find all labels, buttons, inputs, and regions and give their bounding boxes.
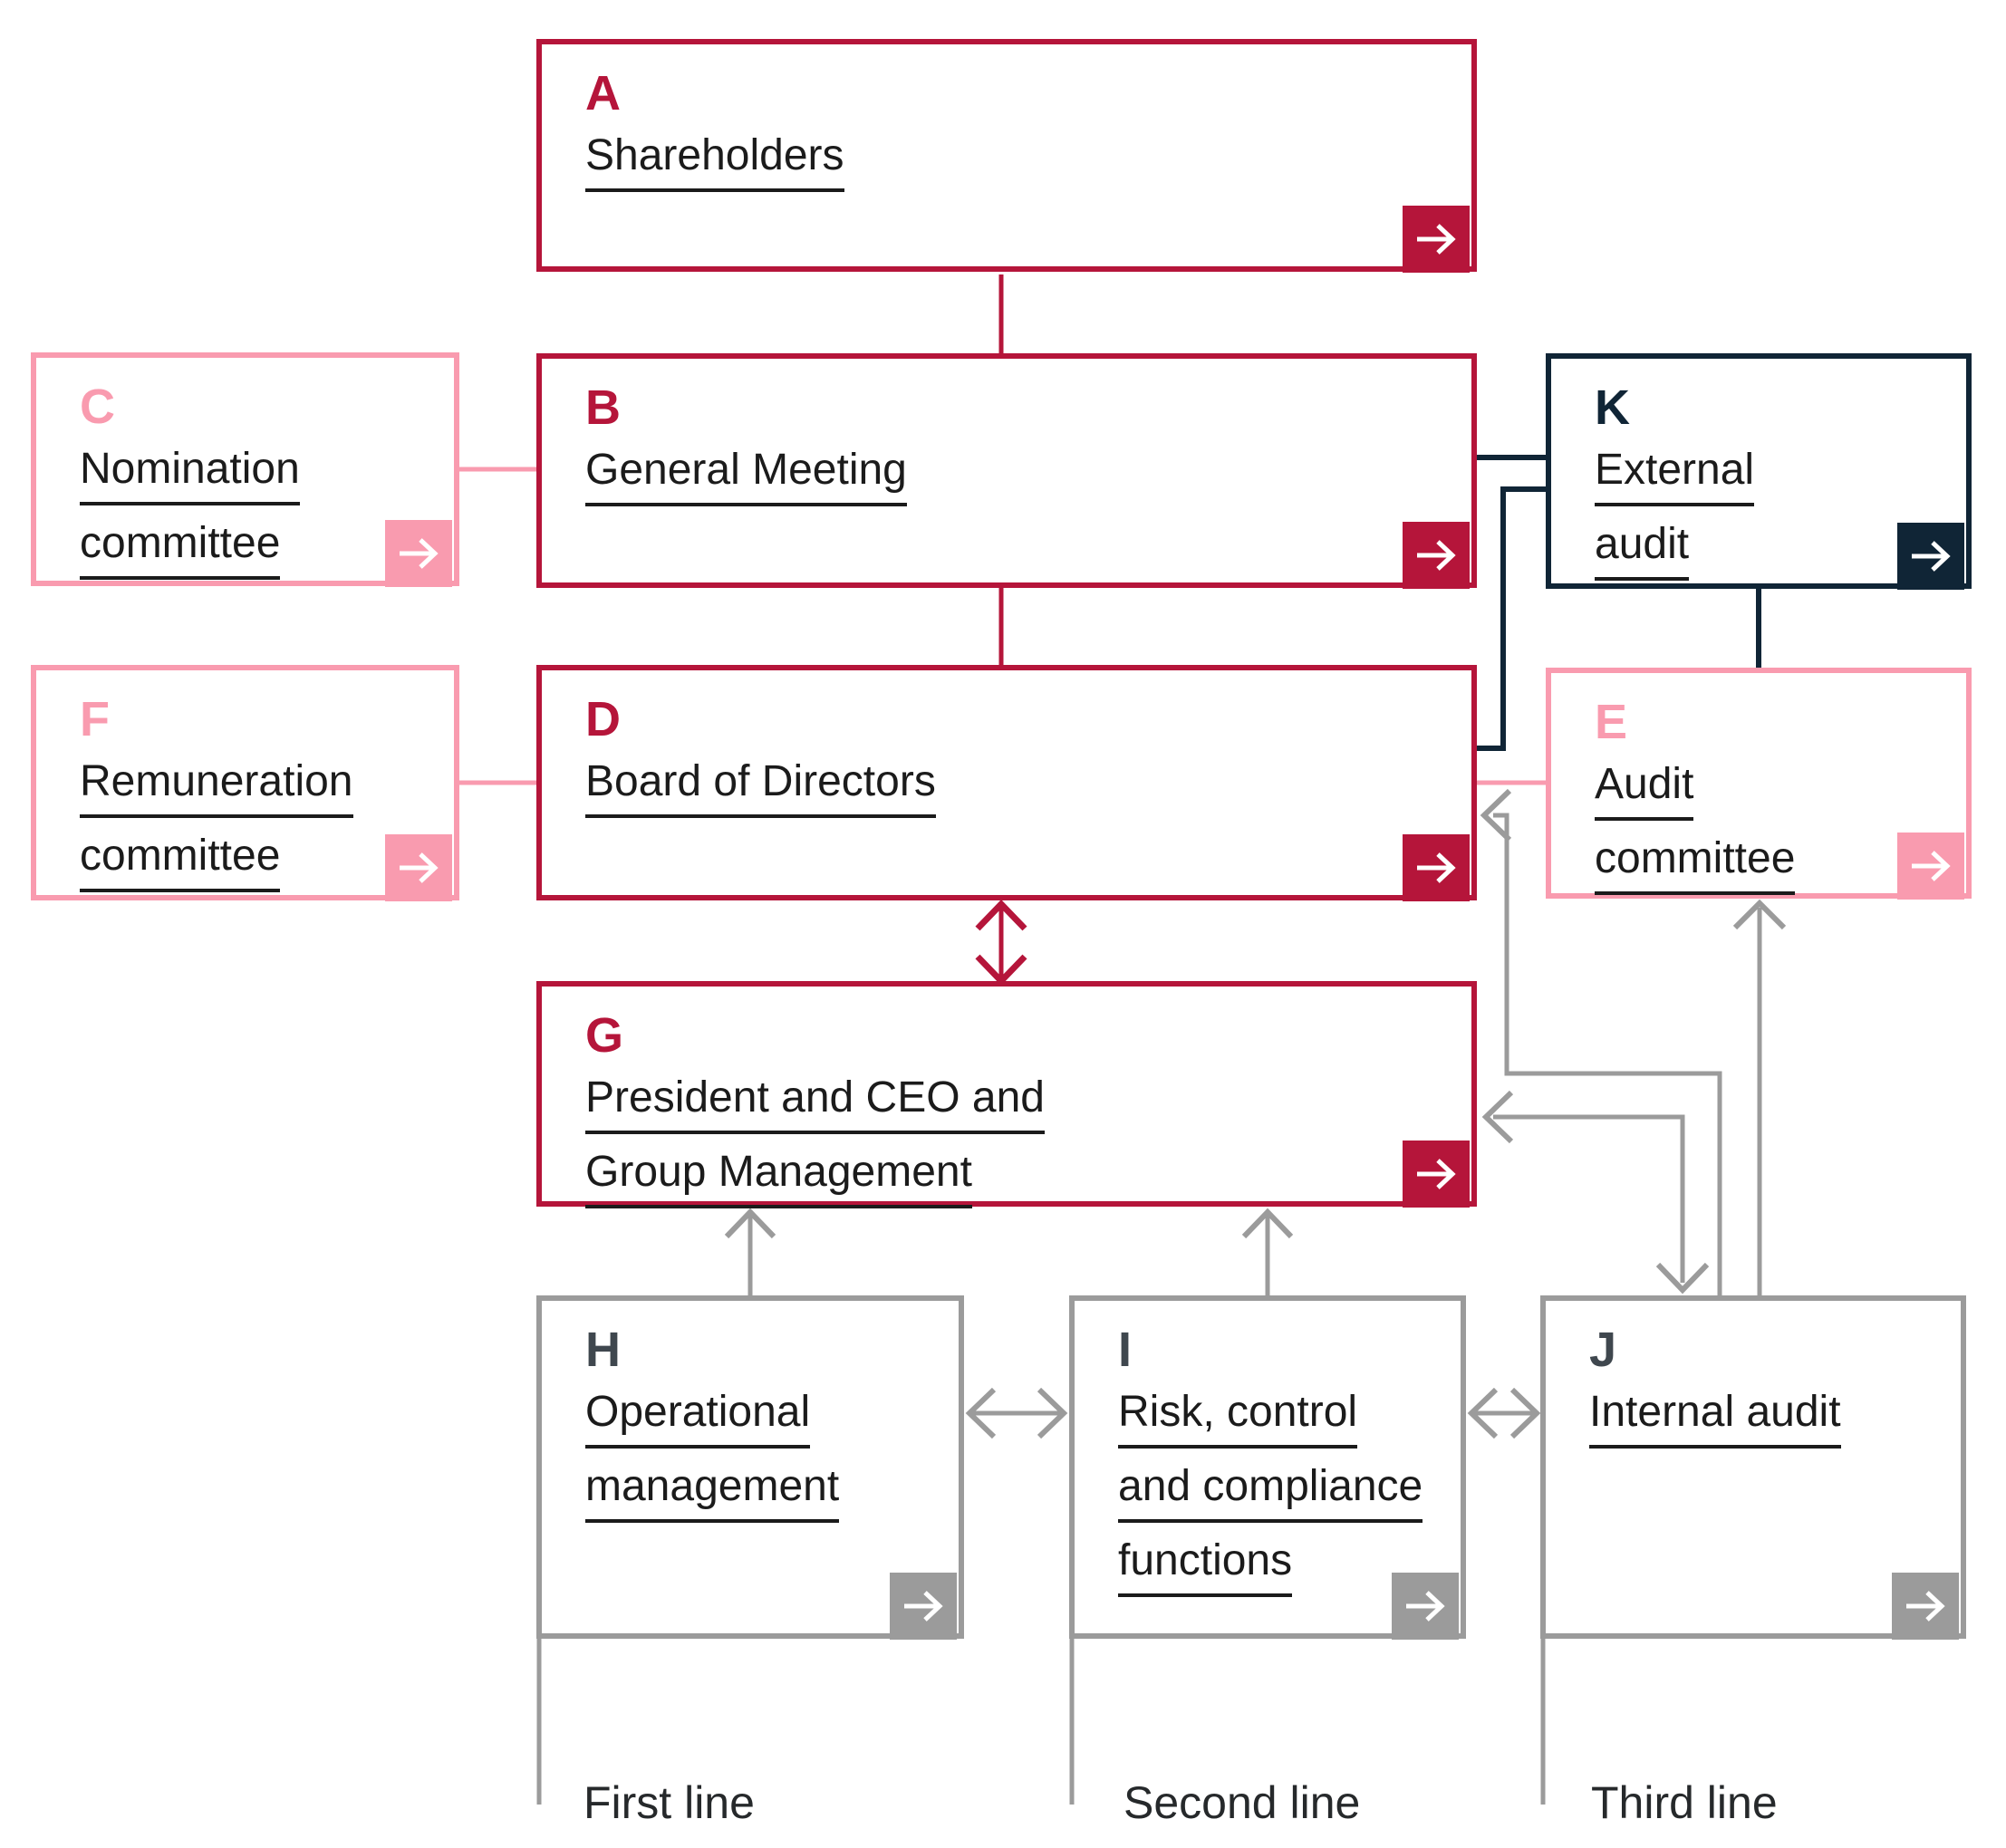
box-board-of-directors[interactable]: D Board of Directors	[536, 665, 1477, 901]
arrow-right-icon	[1912, 851, 1951, 881]
arrow-link-button[interactable]	[1403, 1141, 1470, 1208]
box-letter: J	[1589, 1323, 1617, 1377]
arrow-right-icon	[1417, 224, 1456, 255]
box-operational-management[interactable]: H Operational management	[536, 1295, 964, 1640]
arrow-right-icon	[904, 1591, 943, 1622]
box-external-audit[interactable]: K External audit	[1546, 353, 1972, 590]
box-letter: H	[585, 1323, 621, 1377]
box-title: Internal audit	[1589, 1387, 1924, 1449]
arrowhead-left-into-board-icon	[1480, 788, 1512, 842]
box-letter: I	[1118, 1323, 1133, 1377]
arrowhead-right-into-internal-audit-icon	[1509, 1387, 1541, 1439]
box-letter: A	[585, 66, 621, 120]
third-line-label: Third line	[1591, 1777, 1778, 1828]
arrow-link-button[interactable]	[385, 834, 452, 901]
arrowhead-left-into-ceo-icon	[1481, 1090, 1514, 1144]
second-line-label: Second line	[1124, 1777, 1361, 1828]
arrowhead-up-into-board-icon	[975, 899, 1027, 931]
arrow-right-icon	[1417, 852, 1456, 883]
box-president-ceo-group-management[interactable]: G President and CEO and Group Management	[536, 981, 1477, 1208]
box-shareholders[interactable]: A Shareholders	[536, 39, 1477, 273]
arrow-right-icon	[1912, 541, 1951, 572]
arrowhead-left-into-risk-icon	[1467, 1387, 1499, 1439]
box-title: Risk, control and compliance functions	[1118, 1387, 1424, 1597]
box-risk-control-compliance[interactable]: I Risk, control and compliance functions	[1069, 1295, 1466, 1640]
arrow-link-button[interactable]	[1892, 1573, 1959, 1640]
arrow-right-icon	[1406, 1591, 1445, 1622]
arrow-link-button[interactable]	[1403, 834, 1470, 901]
box-title: Operational management	[585, 1387, 922, 1523]
arrowhead-right-into-risk-icon	[1037, 1387, 1068, 1439]
arrow-link-button[interactable]	[1403, 206, 1470, 273]
box-letter: K	[1595, 380, 1630, 435]
box-letter: G	[585, 1008, 624, 1063]
arrow-right-icon	[1417, 540, 1456, 571]
box-title: Remuneration committee	[80, 756, 418, 892]
box-internal-audit[interactable]: J Internal audit	[1540, 1295, 1966, 1640]
box-title: General Meeting	[585, 445, 1435, 506]
arrow-link-button[interactable]	[890, 1573, 957, 1640]
box-letter: B	[585, 380, 621, 435]
box-title: President and CEO and Group Management	[585, 1073, 1435, 1208]
box-title: Audit committee	[1595, 759, 1930, 895]
connector-external-audit-board	[1477, 486, 1546, 751]
arrow-link-button[interactable]	[1403, 522, 1470, 589]
arrow-link-button[interactable]	[1897, 833, 1964, 900]
first-line-label: First line	[583, 1777, 755, 1828]
arrowhead-left-into-operational-icon	[965, 1387, 997, 1439]
arrowhead-up-into-audit-committee-icon	[1732, 899, 1787, 930]
box-letter: D	[585, 692, 621, 746]
arrow-link-button[interactable]	[385, 520, 452, 587]
arrow-right-icon	[400, 538, 439, 569]
connector-ceo-internal-audit	[1493, 1114, 1685, 1283]
arrowhead-up-into-ceo-from-risk-icon	[1241, 1208, 1294, 1239]
arrow-link-button[interactable]	[1392, 1573, 1459, 1640]
arrow-right-icon	[400, 852, 439, 883]
box-remuneration-committee[interactable]: F Remuneration committee	[31, 665, 459, 901]
box-title: Nomination committee	[80, 444, 418, 580]
arrowhead-down-into-ceo-icon	[975, 954, 1027, 987]
box-letter: C	[80, 380, 115, 434]
box-nomination-committee[interactable]: C Nomination committee	[31, 352, 459, 587]
box-title: Board of Directors	[585, 756, 1435, 818]
box-letter: E	[1595, 695, 1628, 749]
arrowhead-down-into-internal-audit-icon	[1655, 1262, 1710, 1295]
box-title: External audit	[1595, 445, 1930, 581]
box-audit-committee[interactable]: E Audit committee	[1546, 668, 1972, 900]
arrowhead-up-into-ceo-from-operational-icon	[724, 1208, 776, 1239]
box-title: Shareholders	[585, 130, 1435, 192]
arrow-link-button[interactable]	[1897, 523, 1964, 590]
box-general-meeting[interactable]: B General Meeting	[536, 353, 1477, 589]
arrow-right-icon	[1417, 1159, 1456, 1189]
arrow-right-icon	[1906, 1591, 1945, 1622]
box-letter: F	[80, 692, 110, 746]
